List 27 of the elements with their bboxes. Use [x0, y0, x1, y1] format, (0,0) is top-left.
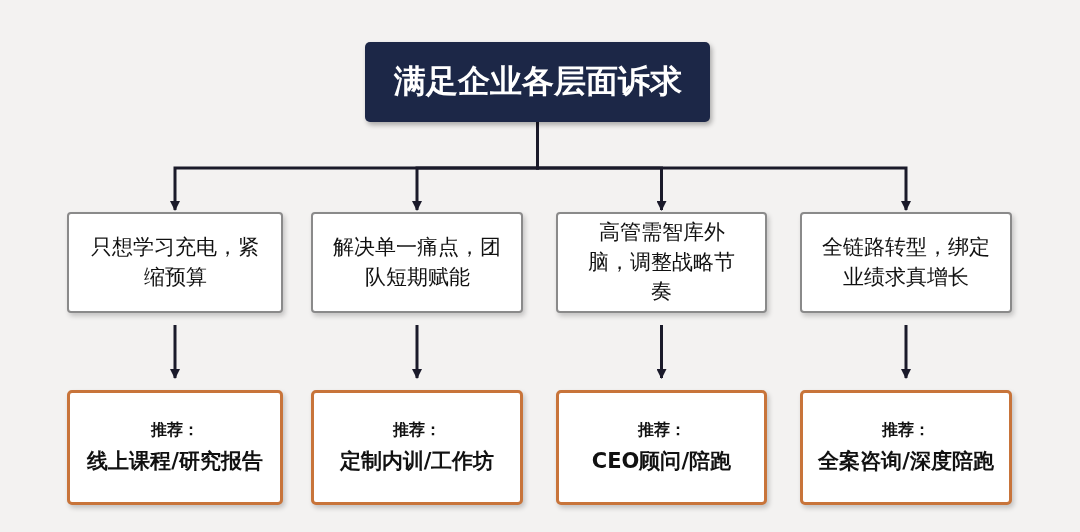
need-box: [800, 212, 1012, 313]
recommendation-heading: 推荐：: [637, 420, 686, 441]
arrow: [170, 325, 180, 379]
arrow: [412, 325, 422, 379]
need-box: [67, 212, 283, 313]
need-text: 解决单一痛点，团队短期赋能: [333, 234, 501, 291]
arrow: [656, 325, 667, 379]
recommendation-text: CEO顾问/陪跑: [591, 448, 732, 475]
heading-text: 满足企业各层面诉求: [393, 61, 682, 102]
arrow: [536, 122, 911, 211]
recommendation-heading: 推荐：: [151, 420, 199, 441]
need-box: [311, 212, 523, 313]
recommendation-heading: 推荐：: [393, 420, 441, 441]
recommendation-box: [556, 390, 767, 505]
recommendation-text: 定制内训/工作坊: [339, 448, 495, 475]
need-text: 全链路转型，绑定业绩求真增长: [822, 234, 990, 291]
recommendation-box: [67, 390, 283, 505]
recommendation-heading: 推荐：: [882, 420, 930, 441]
arrow: [901, 325, 911, 379]
recommendation-box: [800, 390, 1012, 505]
recommendation-box: [311, 390, 523, 505]
need-text: 高管需智库外脑，调整战略节奏: [587, 219, 736, 306]
need-box: [556, 212, 767, 313]
recommendation-text: 全案咨询/深度陪跑: [818, 448, 994, 475]
need-text: 只想学习充电，紧缩预算: [90, 234, 260, 291]
heading-box: [365, 42, 710, 122]
recommendation-text: 线上课程/研究报告: [87, 448, 263, 475]
